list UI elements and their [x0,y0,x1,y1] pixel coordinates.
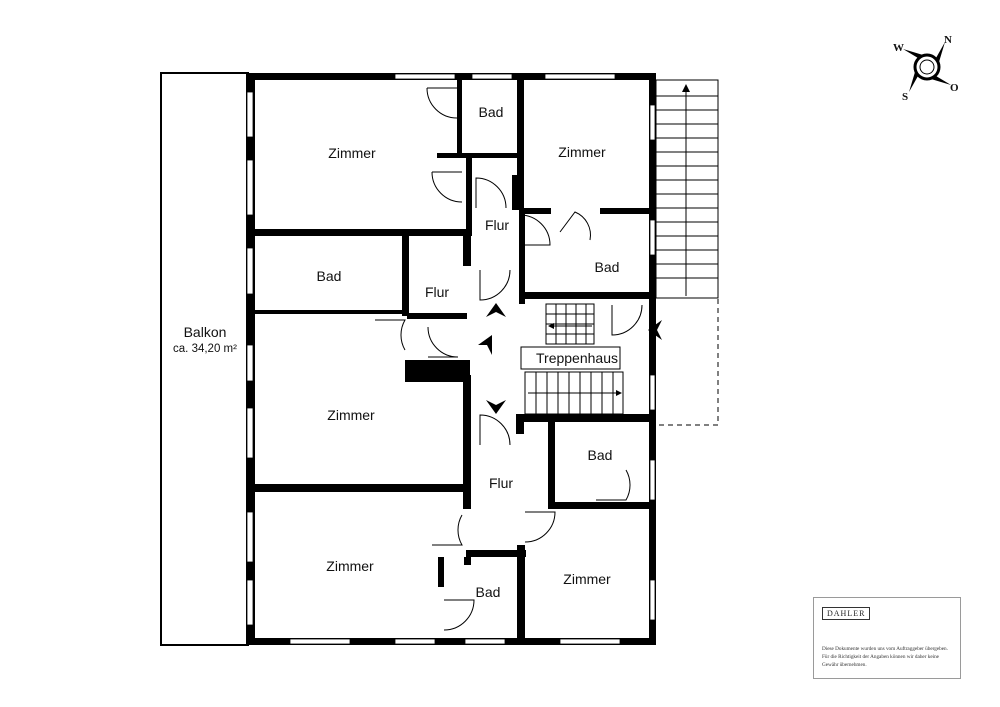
compass-icon: N O S W [893,34,959,103]
label-bad-right-upper: Bad [595,259,620,275]
label-zimmer-mid-left: Zimmer [327,407,375,423]
treppenhaus-label-box [520,346,621,370]
compass-north: N [944,34,952,46]
label-zimmer-bottom-left: Zimmer [326,558,374,574]
label-flur-upper: Flur [485,217,509,233]
room-labels: Zimmer Bad Zimmer Flur Bad Bad Flur Trep… [173,104,619,600]
label-flur-mid: Flur [425,284,449,300]
compass-west: W [893,42,904,54]
label-zimmer-top-left: Zimmer [328,145,376,161]
label-bad-bottom-center: Bad [476,584,501,600]
label-bad-top-center: Bad [479,104,504,120]
windows [246,73,656,645]
arrow-markers [478,303,662,414]
disclaimer-box: DAHLER Diese Dokumente wurden uns vom Au… [813,597,961,679]
label-bad-right-lower: Bad [588,447,613,463]
interior-stairs [520,303,624,415]
balcony-outline [160,72,249,646]
label-treppenhaus: Treppenhaus [536,350,618,366]
doors [375,87,643,631]
label-zimmer-bottom-right: Zimmer [563,571,611,587]
label-balkon-area: ca. 34,20 m² [173,343,237,355]
interior-walls [255,80,656,640]
label-balkon: Balkon [184,324,227,340]
label-zimmer-top-right: Zimmer [558,144,606,160]
disclaimer-text: Diese Dokumente wurden uns vom Auftragge… [822,646,948,668]
compass-south: S [902,91,908,103]
exterior-stairs [655,79,719,426]
compass-east: O [950,82,959,94]
dahler-logo: DAHLER [822,607,871,620]
label-bad-left: Bad [317,268,342,284]
landing-outline [656,297,719,426]
label-flur-lower: Flur [489,475,513,491]
